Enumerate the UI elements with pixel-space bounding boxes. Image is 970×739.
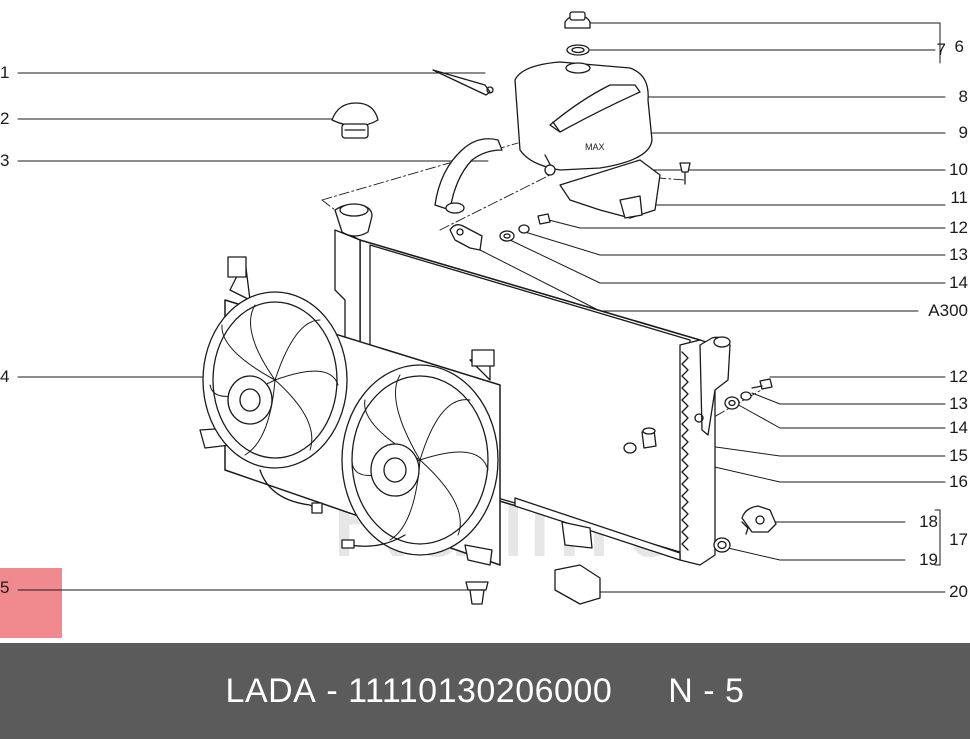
callout-8[interactable]: 8	[958, 87, 968, 106]
callout-5[interactable]: 5	[0, 578, 10, 597]
callout-19[interactable]: 19	[919, 550, 938, 569]
tank-bracket	[559, 159, 691, 219]
part-info-footer: LADA - 11110130206000 N - 5	[0, 643, 970, 739]
callout-16[interactable]: 16	[949, 472, 968, 491]
callout-4[interactable]: 4	[0, 367, 10, 386]
callout-6[interactable]: 6	[954, 37, 964, 56]
brand-separator: -	[326, 671, 339, 710]
callout-12-upper[interactable]: 12	[949, 218, 968, 237]
part-number: 11110130206000	[348, 671, 613, 710]
part-2-radiator-cap	[331, 102, 379, 139]
callout-17[interactable]: 17	[949, 530, 968, 549]
callout-a300[interactable]: A300	[928, 301, 968, 320]
callout-20[interactable]: 20	[949, 582, 968, 601]
callout-1[interactable]: 1	[0, 63, 10, 82]
callout-14-upper[interactable]: 14	[949, 273, 968, 292]
lower-parts	[554, 505, 777, 605]
callout-7[interactable]: 7	[936, 40, 946, 59]
brand-label: LADA	[225, 671, 317, 710]
callout-3[interactable]: 3	[0, 151, 10, 170]
callout-18[interactable]: 18	[919, 512, 938, 531]
callout-11[interactable]: 11	[950, 188, 968, 207]
expansion-tank: MAX	[514, 11, 653, 176]
radiator-assembly-drawing: MAX	[17, 11, 946, 605]
leader-lines-right	[479, 22, 946, 593]
highlighted-callout-marker	[0, 568, 62, 638]
callout-2[interactable]: 2	[0, 109, 10, 128]
part-1-sensor-wire	[432, 69, 494, 96]
position-number: N - 5	[668, 671, 745, 710]
callout-12-lower[interactable]: 12	[949, 367, 968, 386]
callout-14-lower[interactable]: 14	[949, 418, 968, 437]
part-4-fan-assembly	[199, 256, 501, 566]
callout-10[interactable]: 10	[949, 160, 968, 179]
part-5-mount	[465, 581, 489, 605]
part-3-hose	[434, 138, 503, 214]
upper-fasteners	[449, 213, 551, 251]
right-fasteners	[623, 378, 773, 454]
leader-lines-left	[17, 72, 489, 591]
callout-13-lower[interactable]: 13	[949, 394, 968, 413]
callout-15[interactable]: 15	[949, 446, 968, 465]
callout-9[interactable]: 9	[958, 123, 968, 142]
callout-13-upper[interactable]: 13	[949, 245, 968, 264]
svg-text:MAX: MAX	[585, 142, 605, 152]
parts-diagram: Rulli.ru	[0, 11, 968, 638]
